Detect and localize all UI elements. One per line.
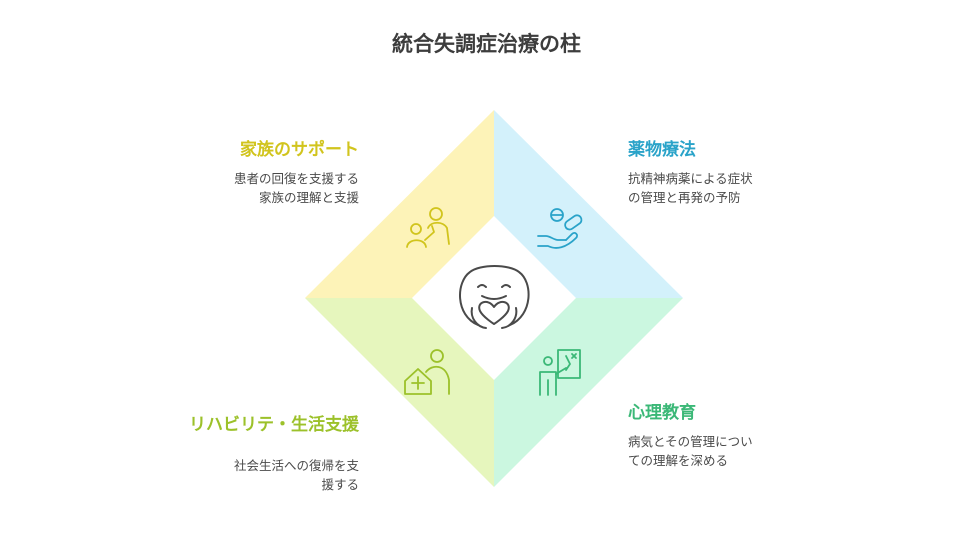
quadrant-psychoeducation: [494, 298, 683, 487]
pill-in-hand-icon: [537, 208, 583, 249]
smiling-face-heart-icon: [459, 265, 530, 329]
family-heading: 家族のサポート: [240, 140, 359, 160]
teacher-board-icon: [539, 349, 581, 396]
medication-heading: 薬物療法: [628, 140, 696, 160]
family-description: 患者の回復を支援する 家族の理解と支援: [233, 171, 359, 205]
rehab-description: 社会生活への復帰を支 援する: [233, 458, 359, 492]
diagram-title: 統合失調症治療の柱: [392, 32, 581, 56]
quadrant-medication: [494, 110, 683, 298]
quadrant-family: [305, 110, 494, 298]
family-support-icon: [406, 207, 450, 248]
rehab-heading: リハビリテ・生活支援: [189, 415, 359, 435]
psychoeducation-description: 病気とその管理につい ての理解を深める: [628, 434, 753, 468]
psychoeducation-heading: 心理教育: [628, 403, 696, 423]
home-care-icon: [404, 349, 450, 395]
quadrant-rehab: [305, 298, 494, 487]
medication-description: 抗精神病薬による症状 の管理と再発の予防: [628, 171, 753, 205]
